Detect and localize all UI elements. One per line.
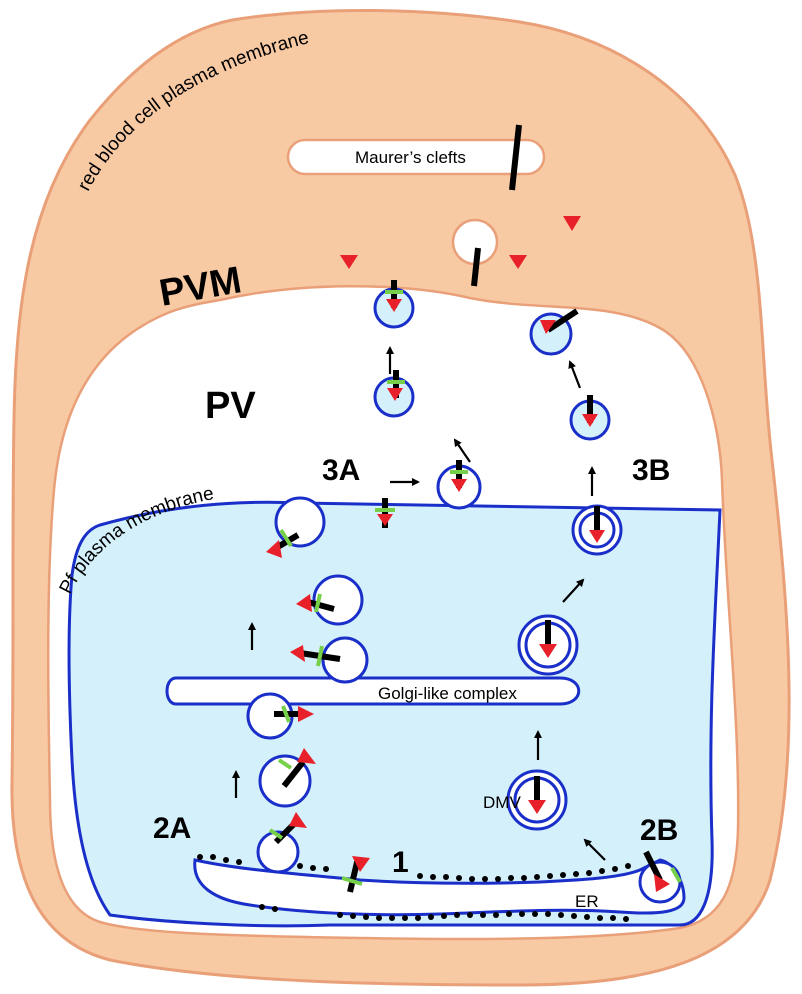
endoplasmic-reticulum [193, 858, 686, 917]
step-3a-label: 3A [322, 454, 360, 487]
step-1-label: 1 [392, 846, 409, 879]
vesicle-pv-a-mid [373, 370, 415, 418]
step-2b-label: 2B [640, 814, 678, 847]
vesicle-pv-3a [436, 460, 482, 510]
vesicle-fusing-pm-left [266, 496, 326, 558]
vesicle-at-pvm-b [529, 308, 579, 356]
vesicle-transport-a1 [258, 748, 316, 808]
dmv-label: DMV [483, 793, 521, 812]
vesicle-budding-er [256, 812, 307, 874]
cargo-triangle [563, 216, 581, 231]
dmv-vesicle [506, 769, 568, 831]
dmv-vesicle-2 [517, 614, 579, 676]
vesicle-at-pvm-a [373, 280, 415, 329]
cargo-triangle [340, 255, 358, 269]
maurers-clefts-label: Maurer’s clefts [355, 148, 466, 167]
vesicle-transport-a2 [296, 574, 364, 626]
pv-label: PV [205, 385, 256, 427]
cargo-triangle [509, 255, 527, 269]
vesicle-golgi-bottom [246, 692, 314, 740]
golgi-label: Golgi-like complex [378, 684, 517, 703]
er-label: ER [575, 892, 599, 911]
vesicle-budding-er-2b [638, 850, 682, 904]
vesicle-pv-b-mid [569, 395, 611, 441]
step-3b-label: 3B [632, 454, 670, 487]
protein-in-er [341, 856, 370, 893]
step-2a-label: 2A [153, 812, 191, 845]
pathway-arrows [232, 346, 606, 861]
golgi-like-complex [165, 676, 581, 706]
dmv-vesicle-fusing [571, 504, 623, 556]
vesicle-golgi-top [290, 636, 369, 684]
er-ribosomes [197, 854, 631, 922]
maurers-clefts [286, 138, 546, 176]
protein-bar [509, 124, 522, 191]
protein-in-pm [375, 498, 395, 528]
protein-bar [471, 247, 481, 287]
